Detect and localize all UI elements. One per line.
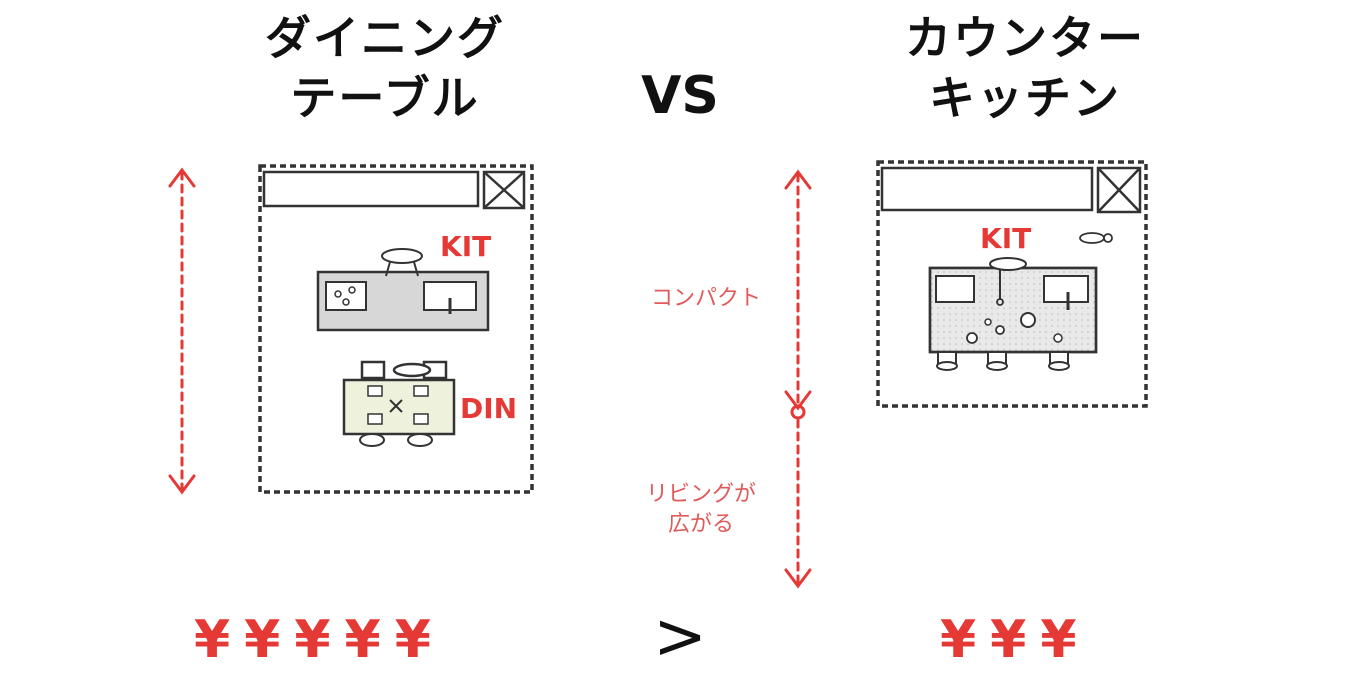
right-plant-icon: [1079, 232, 1113, 244]
living-expands-line2: 広がる: [667, 512, 734, 537]
left-dining-table: [342, 360, 456, 447]
left-title-line2: テーブル: [290, 71, 480, 125]
comparison-symbol: >: [653, 600, 707, 674]
left-kitchen-counter: [316, 270, 490, 332]
left-fridge-icon: [482, 170, 526, 210]
vs-label: VS: [641, 66, 719, 126]
left-kit-label: KIT: [440, 230, 492, 263]
left-title: ダイニング テーブル: [220, 8, 550, 128]
right-cost: ¥¥¥: [940, 610, 1091, 670]
right-kit-label: KIT: [980, 222, 1032, 255]
left-cost: ¥¥¥¥¥: [194, 610, 445, 670]
right-room-outline: [876, 160, 1148, 408]
right-title: カウンター キッチン: [860, 8, 1190, 128]
left-din-label: DIN: [460, 392, 518, 425]
living-expands-label: リビングが 広がる: [626, 480, 776, 540]
middle-compact-arrow: [784, 169, 812, 589]
right-counter-kitchen: [928, 266, 1098, 354]
right-fridge-icon: [1096, 166, 1142, 214]
living-expands-line1: リビングが: [645, 482, 756, 507]
left-title-line1: ダイニング: [265, 11, 505, 65]
right-title-line1: カウンター: [905, 11, 1145, 65]
right-top-cabinet: [880, 166, 1094, 212]
right-title-line2: キッチン: [929, 71, 1121, 125]
left-pendant-lamp-icon: [381, 248, 423, 277]
right-pendant-lamp-icon: [989, 257, 1027, 271]
left-height-arrow: [168, 167, 196, 495]
compact-label: コンパクト: [650, 286, 761, 311]
left-top-cabinet: [262, 170, 480, 208]
left-room-outline: [258, 164, 534, 494]
right-stools: [936, 351, 1070, 371]
